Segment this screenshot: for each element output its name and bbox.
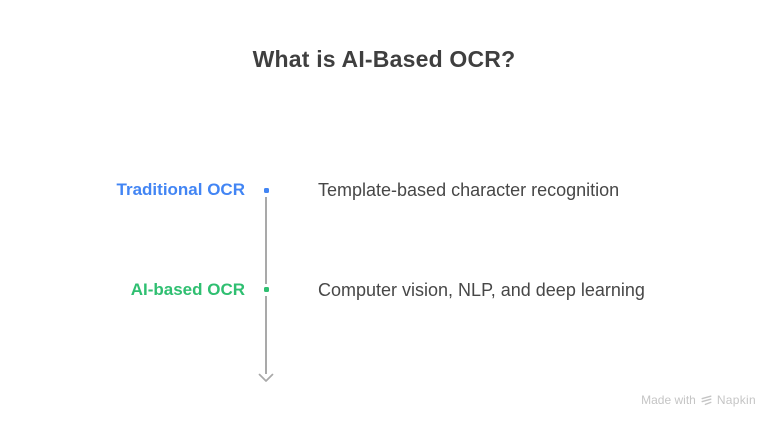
timeline-dot-ai (264, 287, 269, 292)
page-title: What is AI-Based OCR? (252, 46, 516, 72)
description-traditional-ocr: Template-based character recognition (318, 180, 620, 200)
watermark-brand-text: Napkin (716, 393, 756, 407)
label-traditional-ocr: Traditional OCR (116, 180, 245, 199)
arrow-down-icon (258, 373, 274, 382)
timeline-line-segment-bottom (265, 296, 267, 374)
timeline-line-segment-top (265, 197, 267, 284)
watermark: Made with Napkin (641, 393, 756, 407)
watermark-made-with-text: Made with (641, 393, 696, 407)
napkin-logo-icon (701, 395, 712, 405)
timeline-dot-traditional (264, 188, 269, 193)
description-ai-based-ocr: Computer vision, NLP, and deep learning (318, 280, 645, 300)
label-ai-based-ocr: AI-based OCR (130, 280, 245, 299)
